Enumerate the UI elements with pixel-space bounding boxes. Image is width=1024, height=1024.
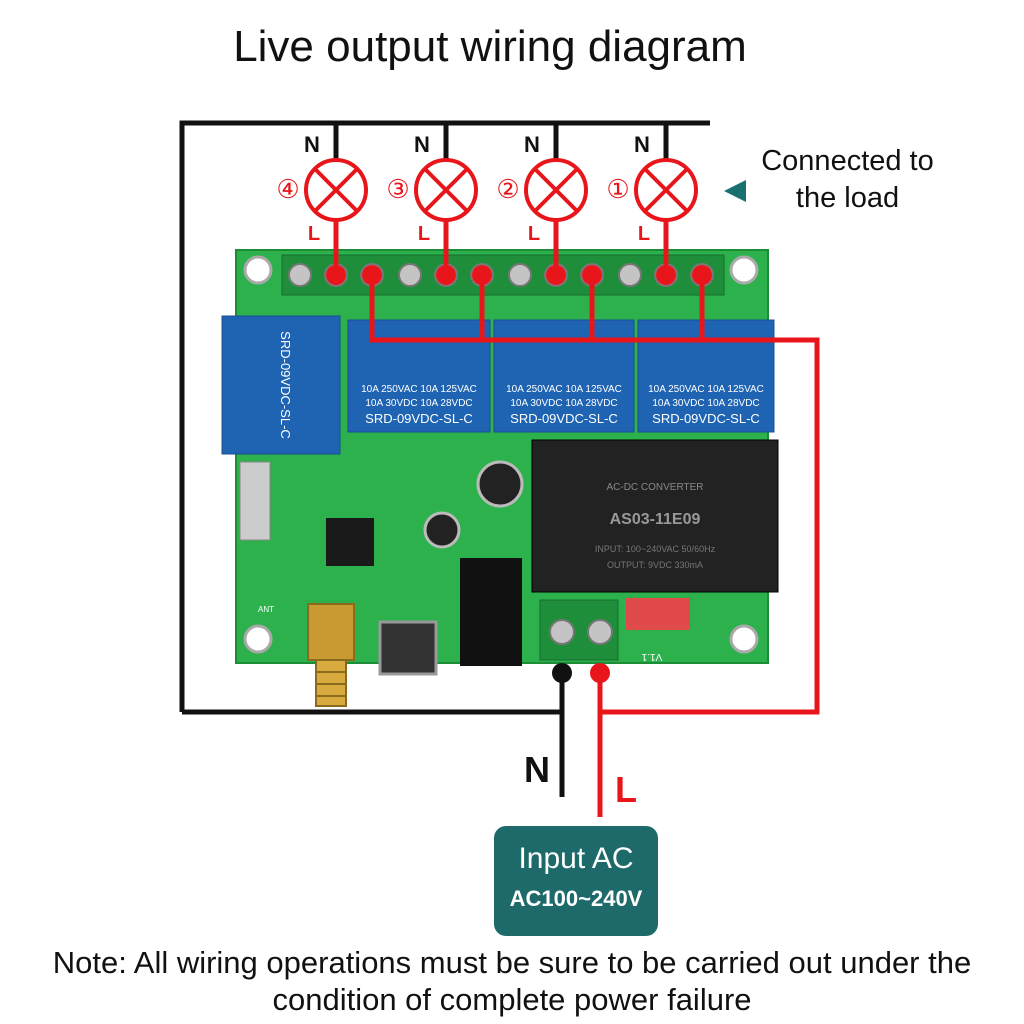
relay-1: 10A 250VAC 10A 125VAC 10A 30VDC 10A 28VD… xyxy=(637,319,775,433)
relay-board: SRD-09VDC-SL-C 10A 250VAC 10A 125VAC 10A… xyxy=(221,249,779,707)
lamp-1 xyxy=(634,158,698,222)
capacitor-small xyxy=(423,511,461,549)
lamp-3-number: ③ xyxy=(386,174,409,204)
load-connection-note: Connected to the load xyxy=(761,145,934,214)
board-id: AK-C211008 xyxy=(661,679,718,690)
capacitor-large xyxy=(476,460,524,508)
relay-1-rating-1: 10A 250VAC 10A 125VAC xyxy=(648,384,764,395)
lamp-2-neutral-label: N xyxy=(524,132,540,157)
input-terminal-block xyxy=(539,599,619,661)
relay-1-model: SRD-09VDC-SL-C xyxy=(652,411,760,426)
crystal xyxy=(239,461,271,541)
lamp-2-number: ② xyxy=(496,174,519,204)
module-input: INPUT: 100~240VAC 50/60Hz xyxy=(595,544,716,554)
lamp-4-neutral-label: N xyxy=(304,132,320,157)
input-ac-label: Input AC xyxy=(518,842,634,875)
lamp-live-wires xyxy=(333,212,669,275)
lamp-3 xyxy=(414,158,478,222)
lamp-4 xyxy=(304,158,368,222)
relay-3-model: SRD-09VDC-SL-C xyxy=(365,411,473,426)
lamp-2-live-label: L xyxy=(528,223,540,245)
relay-2: 10A 250VAC 10A 125VAC 10A 30VDC 10A 28VD… xyxy=(493,319,635,433)
ic-chip xyxy=(326,518,374,566)
diagram-title: Live output wiring diagram xyxy=(233,22,747,71)
module-model: AS03-11E09 xyxy=(610,511,701,528)
module-type: AC-DC CONVERTER xyxy=(606,482,703,493)
lamp-4-live-label: L xyxy=(308,223,320,245)
lamp-1-neutral-label: N xyxy=(634,132,650,157)
neutral-return-wire xyxy=(182,673,565,797)
fuse xyxy=(626,598,690,630)
lamp-3-neutral-label: N xyxy=(414,132,430,157)
dc-jack xyxy=(460,558,522,666)
safety-note: Note: All wiring operations must be sure… xyxy=(52,945,972,1017)
sma-antenna-connector xyxy=(307,603,355,707)
relay-3-rating-1: 10A 250VAC 10A 125VAC xyxy=(361,384,477,395)
relay-2-rating-2: 10A 30VDC 10A 28VDC xyxy=(510,398,617,409)
input-ac-range: AC100~240V xyxy=(509,886,643,911)
lamp-1-live-label: L xyxy=(638,223,650,245)
relay-2-rating-1: 10A 250VAC 10A 125VAC xyxy=(506,384,622,395)
relay-1-rating-2: 10A 30VDC 10A 28VDC xyxy=(652,398,759,409)
live-supply-wire xyxy=(369,275,820,817)
supply-neutral-label: N xyxy=(524,749,550,790)
antenna-label: ANT xyxy=(258,605,274,614)
relay-3: 10A 250VAC 10A 125VAC 10A 30VDC 10A 28VD… xyxy=(347,319,491,433)
lamp-3-live-label: L xyxy=(418,223,430,245)
lamp-4-number: ④ xyxy=(276,174,299,204)
module-output: OUTPUT: 9VDC 330mA xyxy=(607,560,703,570)
lamp-2 xyxy=(524,158,588,222)
terminal-dots xyxy=(326,265,712,683)
neutral-loop-wire xyxy=(179,120,710,712)
input-ac-box: Input AC AC100~240V xyxy=(494,826,658,936)
board-version: V1.1 xyxy=(641,651,662,662)
lamp-1-number: ① xyxy=(606,174,629,204)
arrow-left-icon xyxy=(724,180,746,202)
push-button xyxy=(378,620,438,676)
supply-live-label: L xyxy=(615,769,637,810)
relay-2-model: SRD-09VDC-SL-C xyxy=(510,411,618,426)
relay-4-model: SRD-09VDC-SL-C xyxy=(278,331,293,439)
acdc-converter-module: AC-DC CONVERTER AS03-11E09 INPUT: 100~24… xyxy=(531,439,779,593)
relay-4: SRD-09VDC-SL-C xyxy=(221,315,341,455)
relay-3-rating-2: 10A 30VDC 10A 28VDC xyxy=(365,398,472,409)
